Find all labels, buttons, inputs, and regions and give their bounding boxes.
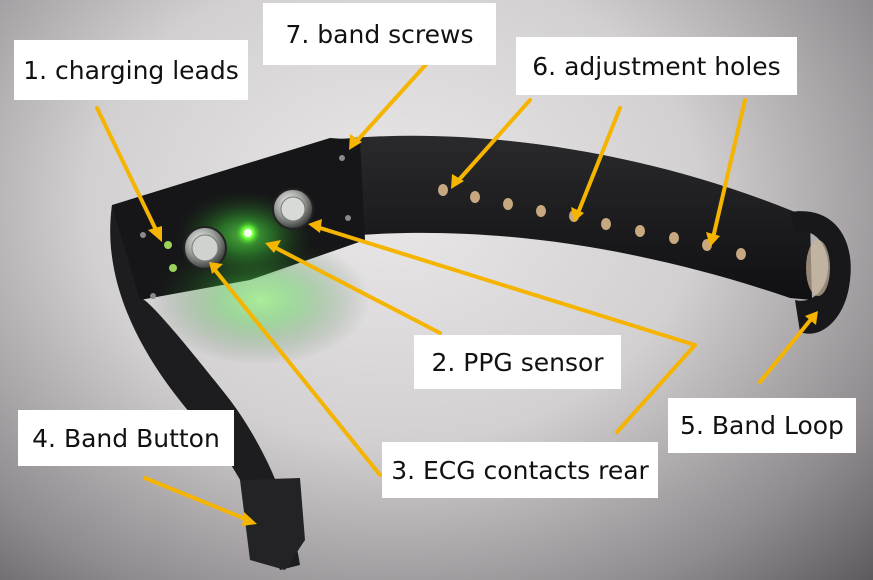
label-band-screws: 7. band screws bbox=[263, 3, 496, 65]
label-adjustment-holes: 6. adjustment holes bbox=[516, 37, 797, 95]
label-band-button: 4. Band Button bbox=[18, 410, 234, 466]
annotation-arrows bbox=[95, 58, 814, 522]
label-ppg-sensor: 2. PPG sensor bbox=[414, 335, 621, 389]
label-ecg-contacts: 3. ECG contacts rear bbox=[382, 442, 658, 498]
label-band-loop: 5. Band Loop bbox=[668, 398, 856, 453]
charging-lead bbox=[164, 241, 172, 249]
band-lower-strap bbox=[110, 205, 301, 570]
band-screws-group bbox=[140, 155, 351, 299]
arrow-heads bbox=[148, 134, 818, 526]
adjustment-holes-group bbox=[438, 184, 746, 260]
band-loop bbox=[790, 211, 851, 334]
charging-lead bbox=[169, 264, 177, 272]
label-charging-leads: 1. charging leads bbox=[14, 40, 248, 100]
